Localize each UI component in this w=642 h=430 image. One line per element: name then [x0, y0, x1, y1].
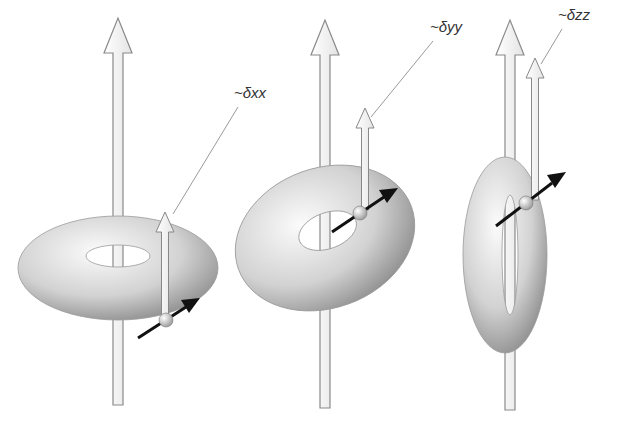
shift-arrow — [526, 58, 544, 200]
field-arrow — [104, 18, 132, 405]
tensor-label: ~δyy — [428, 18, 464, 36]
bond-arrow — [332, 197, 384, 232]
leader-line — [371, 41, 433, 117]
leader-line — [173, 107, 238, 214]
nucleus — [519, 196, 533, 210]
torus — [215, 141, 436, 335]
tensor-label: ~δzz — [556, 6, 592, 24]
tensor-label: ~δxx — [232, 84, 268, 102]
bond-arrowhead — [379, 188, 398, 203]
shift-arrow — [156, 212, 174, 318]
bond-arrow — [496, 183, 552, 226]
bond-arrow — [138, 307, 186, 338]
torus — [18, 216, 218, 320]
leader-line — [541, 29, 562, 64]
shift-arrow — [356, 108, 374, 210]
nucleus — [159, 313, 173, 327]
nucleus — [353, 206, 367, 220]
bond-arrowhead — [547, 172, 566, 188]
bond-arrowhead — [181, 298, 200, 313]
